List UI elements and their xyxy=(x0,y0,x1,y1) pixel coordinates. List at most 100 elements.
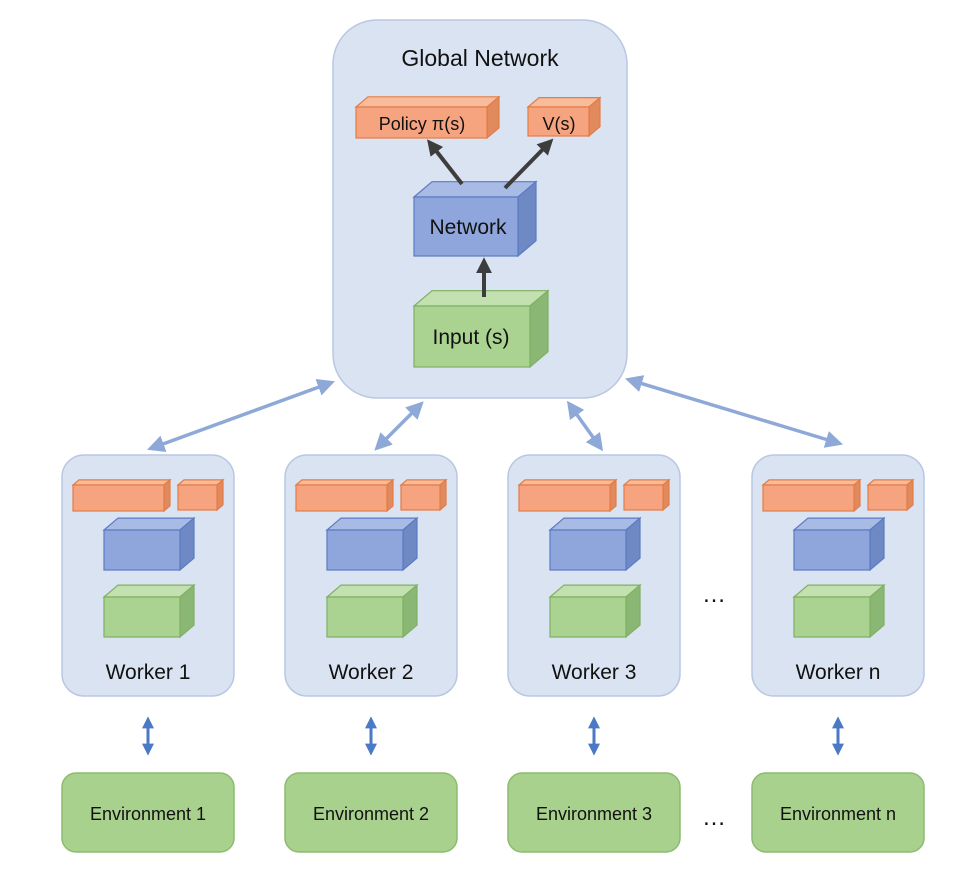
policy-block xyxy=(354,95,501,140)
worker-input-block xyxy=(792,583,886,639)
worker-policy-block-top-face xyxy=(71,479,172,486)
global-worker-sync-arrow xyxy=(374,401,424,451)
worker-label: Worker 3 xyxy=(552,661,637,684)
worker-policy-block-side-face xyxy=(386,478,394,513)
worker-policy-block xyxy=(294,478,395,513)
worker-value-block xyxy=(399,478,448,512)
environment-background xyxy=(507,772,681,853)
worker-input-block xyxy=(102,583,196,639)
worker-policy-block-top-face xyxy=(517,479,618,486)
global-inner-arrows xyxy=(427,138,554,297)
worker-input-block xyxy=(548,583,642,639)
worker-policy-block-top-face xyxy=(294,479,395,486)
environment-label: Environment 2 xyxy=(313,804,429,824)
worker-network-block-top-face xyxy=(548,517,642,531)
environment-box: Environment 1 xyxy=(61,772,235,853)
global-worker-sync-arrow xyxy=(147,378,335,453)
worker-panel: Worker 2 xyxy=(284,454,458,756)
environment-box: Environment 3 xyxy=(507,772,681,853)
worker-input-block-front-face xyxy=(549,596,627,638)
worker-value-block-side-face xyxy=(439,478,447,512)
worker-value-block-top-face xyxy=(866,479,915,486)
worker-panel: Worker n xyxy=(751,454,925,756)
worker-network-block-top-face xyxy=(325,517,419,531)
worker-network-block-top-face xyxy=(792,517,886,531)
environment-background xyxy=(284,772,458,853)
worker-value-block-top-face xyxy=(176,479,225,486)
network-block-top-face xyxy=(412,181,538,198)
worker-network-block-front-face xyxy=(103,529,181,571)
worker-panel: Worker 3 xyxy=(507,454,681,756)
network-block-front-face xyxy=(413,196,519,257)
value-block-top-face xyxy=(526,97,602,108)
environments-ellipsis: … xyxy=(702,804,726,831)
worker-input-block-top-face xyxy=(548,584,642,598)
input-block-top-face xyxy=(412,290,550,307)
worker-network-block-top-face xyxy=(102,517,196,531)
value-block-front-face xyxy=(527,106,590,137)
network-to-policy-arrow xyxy=(427,139,464,186)
worker-policy-block-side-face xyxy=(853,478,861,513)
worker-value-block-side-face xyxy=(662,478,670,512)
worker-policy-block-side-face xyxy=(609,478,617,513)
policy-block-front-face xyxy=(355,106,488,139)
worker-policy-block xyxy=(761,478,862,513)
worker-input-block-top-face xyxy=(102,584,196,598)
worker-value-block-top-face xyxy=(622,479,671,486)
worker-value-block-front-face xyxy=(867,484,908,511)
value-label: V(s) xyxy=(543,114,576,134)
worker-input-block xyxy=(325,583,419,639)
worker-network-block-front-face xyxy=(793,529,871,571)
environment-box: Environment 2 xyxy=(284,772,458,853)
workers-ellipsis: … xyxy=(702,581,726,608)
worker-policy-block-side-face xyxy=(163,478,171,513)
worker-value-block-front-face xyxy=(623,484,664,511)
worker-policy-block xyxy=(517,478,618,513)
global-network-title: Global Network xyxy=(401,45,559,71)
worker-policy-block xyxy=(71,478,172,513)
worker-label: Worker n xyxy=(796,661,881,684)
worker-network-block-front-face xyxy=(326,529,404,571)
environment-background xyxy=(751,772,925,853)
worker-input-block-front-face xyxy=(793,596,871,638)
worker-label: Worker 2 xyxy=(329,661,414,684)
input-block xyxy=(412,289,550,369)
environment-label: Environment 3 xyxy=(536,804,652,824)
worker-panel: Worker 1 xyxy=(61,454,235,756)
policy-label: Policy π(s) xyxy=(379,114,465,134)
worker-network-block xyxy=(325,516,419,572)
value-block xyxy=(526,96,602,138)
environment-background xyxy=(61,772,235,853)
input-label: Input (s) xyxy=(432,326,509,349)
input-block-front-face xyxy=(413,305,531,368)
worker-policy-block-front-face xyxy=(295,484,388,512)
worker-input-block-top-face xyxy=(792,584,886,598)
worker-value-block-top-face xyxy=(399,479,448,486)
worker-value-block-front-face xyxy=(177,484,218,511)
worker-input-block-front-face xyxy=(326,596,404,638)
worker-value-block xyxy=(866,478,915,512)
worker-input-block-front-face xyxy=(103,596,181,638)
network-to-value-arrow xyxy=(503,138,554,190)
worker-input-block-top-face xyxy=(325,584,419,598)
worker-value-block-front-face xyxy=(400,484,441,511)
global-worker-sync-arrow xyxy=(566,400,604,452)
worker-value-block-side-face xyxy=(906,478,914,512)
environment-box: Environment n xyxy=(751,772,925,853)
environment-label: Environment n xyxy=(780,804,896,824)
worker-policy-block-top-face xyxy=(761,479,862,486)
worker-policy-block-front-face xyxy=(762,484,855,512)
worker-network-block xyxy=(102,516,196,572)
worker-value-block xyxy=(176,478,225,512)
worker-policy-block-front-face xyxy=(518,484,611,512)
global-worker-sync-arrow xyxy=(624,375,844,448)
network-label: Network xyxy=(429,216,507,239)
policy-block-top-face xyxy=(354,96,501,108)
environment-label: Environment 1 xyxy=(90,804,206,824)
worker-network-block xyxy=(548,516,642,572)
worker-value-block xyxy=(622,478,671,512)
worker-label: Worker 1 xyxy=(106,661,191,684)
worker-policy-block-front-face xyxy=(72,484,165,512)
worker-value-block-side-face xyxy=(216,478,224,512)
